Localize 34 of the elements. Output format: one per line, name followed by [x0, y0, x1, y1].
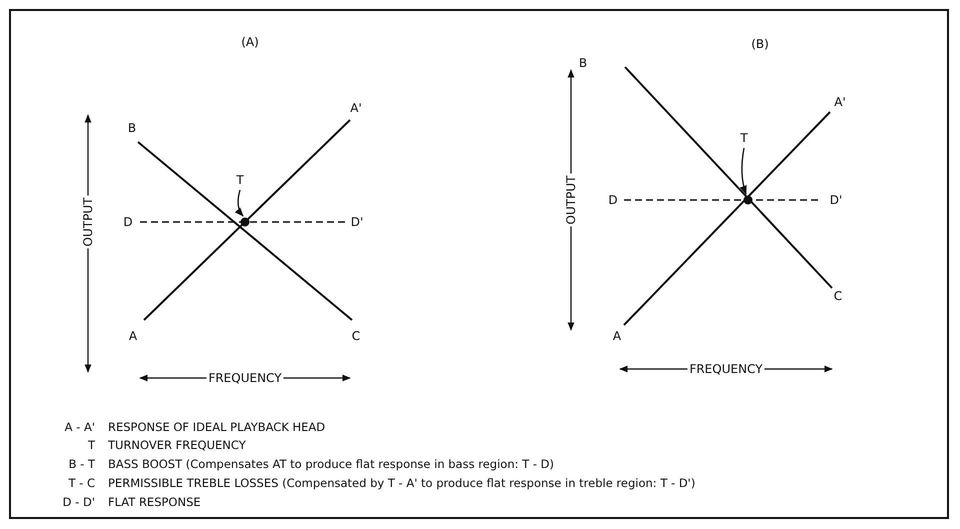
panel-label: (A): [241, 36, 259, 48]
point-label: D: [608, 194, 618, 206]
legend-text: TURNOVER FREQUENCY: [108, 440, 246, 452]
axis-label: FREQUENCY: [206, 372, 284, 384]
legend-text: PERMISSIBLE TREBLE LOSSES (Compensated by T - A' to produce flat response in treble region: T - D'): [108, 478, 696, 490]
panel-label: (B): [751, 38, 769, 50]
axis-label: OUTPUT: [565, 174, 577, 226]
legend-key: T - C: [68, 478, 95, 490]
legend-key: D - D': [62, 497, 95, 508]
leader-arrow: [235, 190, 244, 217]
leader-arrow: [740, 148, 747, 195]
point-label: A': [834, 96, 846, 108]
point-label: D': [350, 216, 364, 228]
point-label: T: [740, 132, 748, 144]
point-label: A: [128, 330, 138, 342]
legend-key: B - T: [68, 459, 95, 470]
legend-text: BASS BOOST (Compensates AT to produce flat response in bass region: T - D): [108, 459, 554, 470]
axis-label: OUTPUT: [82, 196, 94, 248]
axis-label: FREQUENCY: [687, 363, 765, 375]
legend-key: A - A': [64, 422, 95, 434]
point-label: T: [236, 174, 244, 186]
point-label: B: [578, 57, 588, 69]
point-label: B: [128, 122, 136, 134]
point-label: A': [350, 102, 362, 114]
legend-text: FLAT RESPONSE: [108, 497, 201, 508]
point-label: C: [834, 290, 842, 302]
intersection-dot: [240, 218, 250, 226]
point-label: D': [830, 194, 842, 206]
legend-text: RESPONSE OF IDEAL PLAYBACK HEAD: [108, 422, 326, 434]
point-label: D: [123, 216, 133, 228]
legend-key: T: [88, 440, 95, 452]
point-label: A: [612, 330, 622, 342]
intersection-dot: [744, 196, 752, 204]
point-label: C: [352, 330, 360, 342]
